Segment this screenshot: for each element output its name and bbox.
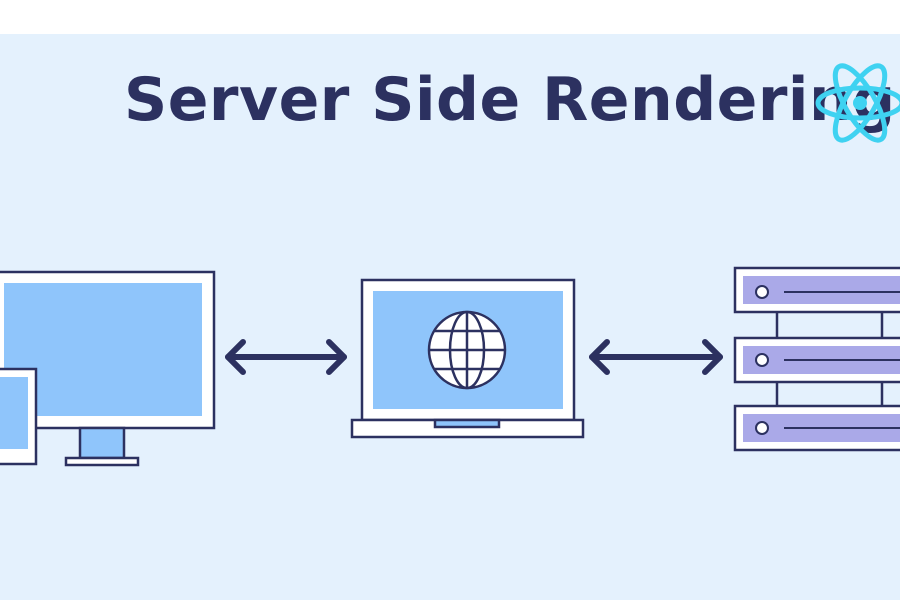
server-unit (733, 336, 900, 384)
server-unit (733, 404, 900, 452)
server-rack-icon (733, 266, 900, 452)
react-logo-icon (815, 63, 900, 143)
diagram-title: Server Side Rendering (124, 65, 896, 135)
bidirectional-arrow-icon (589, 339, 723, 375)
tablet-icon (0, 367, 38, 466)
desktop-monitor-icon (0, 270, 216, 467)
globe-icon (427, 310, 507, 390)
bidirectional-arrow-icon (225, 339, 347, 375)
server-unit (733, 266, 900, 314)
